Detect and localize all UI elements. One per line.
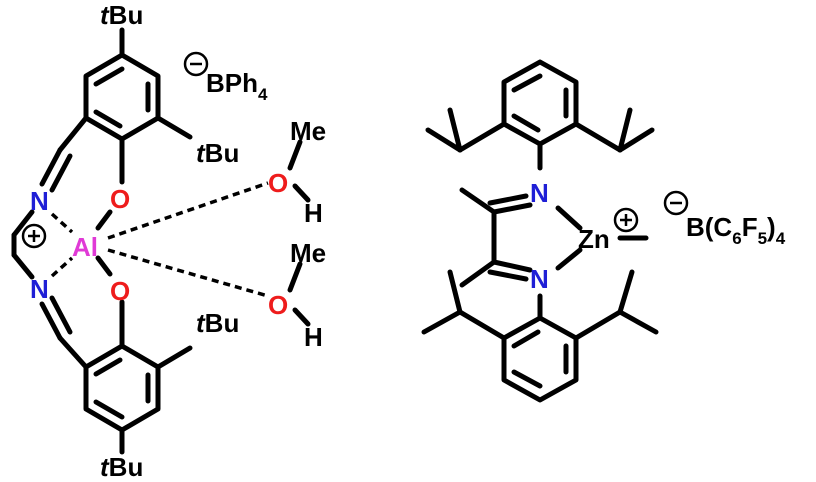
oxygen-upper-label: O	[110, 184, 130, 214]
b-c6f5-4-counterion: B(C6F5)4	[686, 212, 786, 248]
methanol-upper-oxygen: O	[268, 168, 288, 198]
al-complex: tBu tBu tBu tBu BPh4 N N O O Al Me O H M…	[11, 0, 326, 482]
methanol-lower-me: Me	[290, 238, 326, 268]
zn-nitrogen-lower: N	[530, 264, 549, 294]
zn-minus-charge-icon	[663, 190, 689, 216]
tbu-upper-right-label: tBu	[196, 138, 239, 168]
methanol-upper-h: H	[304, 198, 323, 228]
zn-complex: N N Zn B(C6F5)4	[421, 59, 786, 403]
methanol-lower-h: H	[304, 322, 323, 352]
methanol-lower-oxygen: O	[268, 290, 288, 320]
plus-charge-icon	[21, 223, 47, 249]
minus-charge-icon	[183, 51, 209, 77]
nitrogen-upper-label: N	[30, 186, 49, 216]
tbu-bottom-label: tBu	[100, 452, 143, 482]
nitrogen-lower-label: N	[30, 274, 49, 304]
zn-nitrogen-upper: N	[530, 178, 549, 208]
oxygen-lower-label: O	[110, 276, 130, 306]
zn-plus-charge-icon	[613, 207, 639, 233]
methanol-upper-me: Me	[290, 116, 326, 146]
aluminum-label: Al	[72, 232, 98, 262]
tbu-top-label: tBu	[100, 0, 143, 30]
bph4-counterion: BPh4	[206, 68, 268, 104]
tbu-lower-right-label: tBu	[196, 308, 239, 338]
zinc-label: Zn	[578, 224, 610, 254]
